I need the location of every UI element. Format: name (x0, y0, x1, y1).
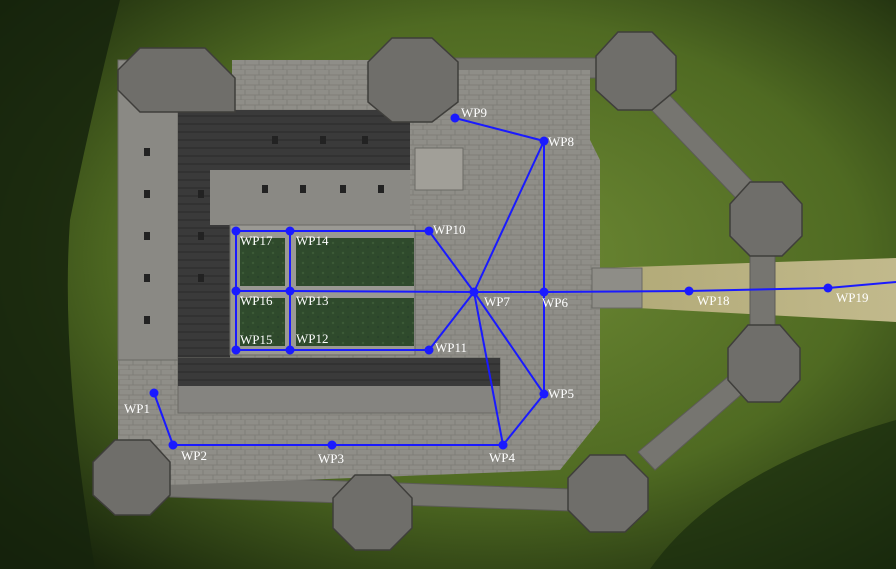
tower-e (730, 182, 802, 256)
waypoint-label: WP12 (296, 331, 329, 346)
waypoint-wp9[interactable] (451, 114, 460, 123)
waypoint-wp11[interactable] (425, 346, 434, 355)
route-edge (544, 291, 689, 292)
tower-n (368, 38, 458, 122)
tower-ne (596, 32, 676, 110)
waypoint-wp2[interactable] (169, 441, 178, 450)
waypoint-label: WP14 (296, 233, 329, 248)
waypoint-label: WP5 (548, 386, 574, 401)
waypoint-wp12[interactable] (286, 346, 295, 355)
waypoint-label: WP10 (433, 222, 466, 237)
tower-se (728, 325, 800, 402)
waypoint-wp18[interactable] (685, 287, 694, 296)
waypoint-label: WP18 (697, 293, 730, 308)
waypoint-wp3[interactable] (328, 441, 337, 450)
waypoint-label: WP3 (318, 451, 344, 466)
waypoint-label: WP8 (548, 134, 574, 149)
waypoint-wp7[interactable] (470, 288, 479, 297)
waypoint-label: WP13 (296, 293, 329, 308)
waypoint-label: WP2 (181, 448, 207, 463)
stairs (415, 148, 463, 190)
waypoint-label: WP9 (461, 105, 487, 120)
waypoint-wp1[interactable] (150, 389, 159, 398)
gatehouse (592, 268, 642, 308)
waypoint-label: WP19 (836, 290, 869, 305)
waypoint-wp13[interactable] (286, 287, 295, 296)
waypoint-wp19[interactable] (824, 284, 833, 293)
waypoint-label: WP17 (240, 233, 273, 248)
waypoint-label: WP15 (240, 332, 273, 347)
waypoint-label: WP11 (435, 340, 467, 355)
waypoint-wp4[interactable] (499, 441, 508, 450)
north-wing-face (210, 170, 410, 225)
north-wing-roof (178, 110, 410, 170)
tower-sw (93, 440, 170, 515)
south-hall-roof (178, 358, 500, 386)
waypoint-label: WP1 (124, 401, 150, 416)
tower-s (568, 455, 648, 532)
waypoint-label: WP4 (489, 450, 516, 465)
route-edge (290, 291, 474, 292)
waypoint-label: WP7 (484, 294, 511, 309)
waypoint-label: WP16 (240, 293, 273, 308)
waypoint-wp14[interactable] (286, 227, 295, 236)
tower-s2 (333, 475, 412, 550)
waypoint-label: WP6 (542, 295, 569, 310)
